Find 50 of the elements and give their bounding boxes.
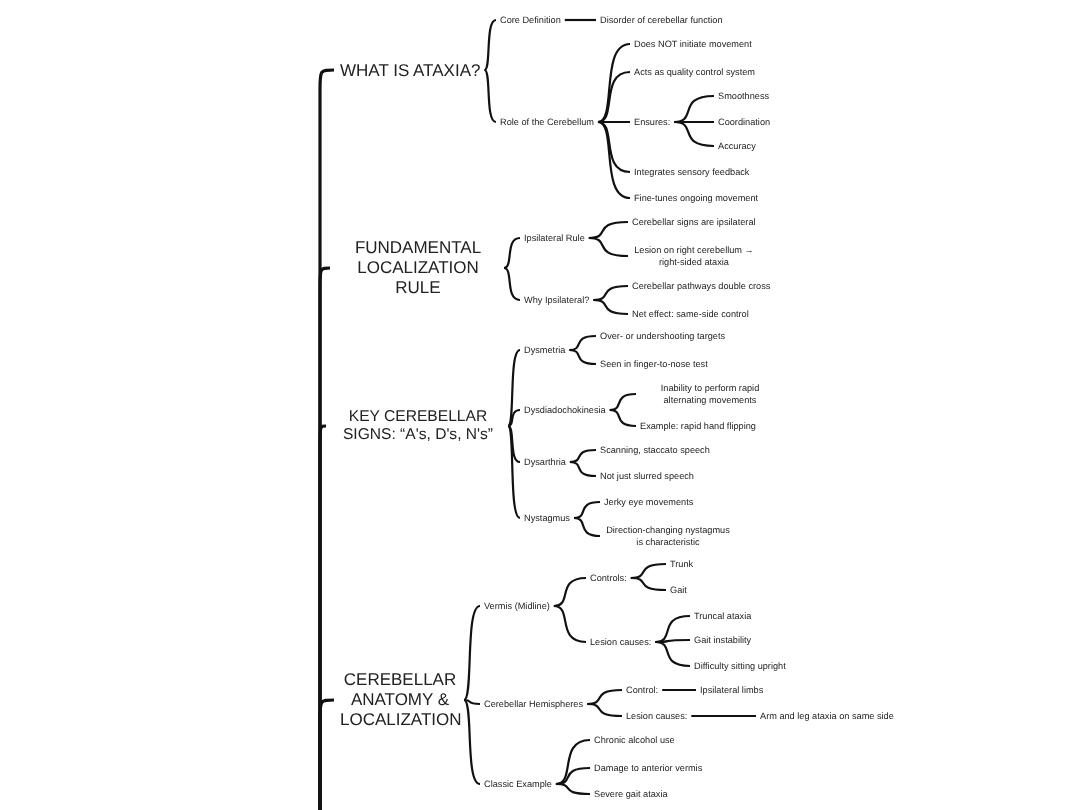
branch-line (573, 516, 601, 538)
branch-line (483, 19, 497, 71)
branch-line (503, 267, 521, 302)
branch-line (597, 70, 631, 124)
branch-line (630, 562, 667, 580)
branch-line (655, 640, 691, 668)
branch-line (555, 782, 591, 796)
branch-line (662, 688, 696, 692)
branch-line (463, 698, 481, 706)
branch-line (655, 614, 691, 644)
branch-line (597, 120, 631, 174)
branch-line (569, 460, 597, 478)
branch-line (507, 408, 521, 427)
branch-line (587, 688, 623, 706)
branch-line (503, 236, 521, 269)
branch-line (564, 18, 596, 22)
branch-line (573, 500, 601, 520)
branch-line (553, 576, 587, 608)
topic-heading: CEREBELLAR ANATOMY & LOCALIZATION (340, 669, 460, 731)
branch-line (555, 766, 591, 786)
branch-line (655, 638, 690, 644)
branch-line (569, 448, 597, 464)
branch-line (630, 576, 667, 592)
branch-line (463, 699, 481, 785)
branch-line (318, 698, 334, 810)
branch-line (588, 236, 629, 258)
branch-line (553, 604, 587, 644)
branch-line (593, 298, 629, 316)
branch-line (674, 120, 715, 148)
branch-line (507, 349, 521, 427)
branch-line (555, 738, 591, 786)
branch-line (609, 408, 637, 428)
branch-line (597, 120, 631, 200)
topic-heading: WHAT IS ATAXIA? (340, 59, 481, 81)
branch-line (569, 348, 597, 366)
branch-line (507, 425, 521, 519)
branch-line (463, 605, 481, 701)
branch-line (588, 220, 629, 240)
branch-line (691, 714, 756, 718)
branch-line (597, 42, 631, 124)
branch-line (593, 284, 629, 302)
branch-line (674, 120, 714, 124)
branch-line (483, 69, 497, 123)
branch-line (569, 334, 597, 352)
branch-line (587, 702, 623, 718)
branch-line (674, 94, 715, 124)
branch-line (597, 120, 630, 124)
branch-line (507, 425, 521, 464)
branch-line (609, 392, 637, 412)
topic-heading: FUNDAMENTAL LOCALIZATION RULE (336, 237, 500, 299)
